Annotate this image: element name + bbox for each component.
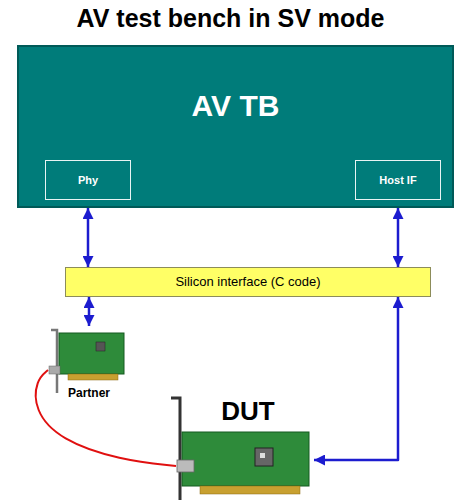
- circuit-board: [59, 333, 124, 374]
- node-label: Phy: [78, 174, 98, 187]
- network-port: [49, 366, 60, 374]
- chip: [96, 342, 105, 351]
- node-label: AV TB: [192, 89, 280, 124]
- node-label: Partner: [68, 387, 110, 401]
- partner-card: Partner: [48, 326, 130, 402]
- node-label: Silicon interface (C code): [175, 275, 320, 290]
- edge-connector: [200, 486, 300, 494]
- diagram-title: AV test bench in SV mode: [0, 4, 461, 33]
- node-label: Host IF: [379, 174, 416, 187]
- dut-card-illustration: [171, 398, 309, 500]
- partner-card-illustration: [49, 330, 124, 393]
- card-bracket: [171, 398, 180, 500]
- circuit-board: [182, 432, 309, 486]
- dut-card: DUT: [176, 396, 314, 500]
- bidirectional-arrow: [314, 297, 398, 460]
- network-port: [177, 460, 194, 472]
- network-cable: [36, 370, 176, 466]
- phy-block: Phy: [45, 160, 131, 200]
- bidirectional-arrow: [88, 297, 91, 326]
- host-interface-block: Host IF: [355, 160, 441, 200]
- bidirectional-arrow: [87, 208, 90, 267]
- edge-connector: [68, 374, 118, 380]
- chip: [255, 448, 273, 466]
- node-label: DUT: [221, 397, 274, 427]
- card-bracket: [51, 330, 57, 393]
- testbench-block: AV TB Phy Host IF: [17, 45, 454, 208]
- silicon-interface-box: Silicon interface (C code): [65, 267, 431, 297]
- chip-mark: [260, 453, 265, 458]
- bidirectional-arrow: [397, 208, 400, 267]
